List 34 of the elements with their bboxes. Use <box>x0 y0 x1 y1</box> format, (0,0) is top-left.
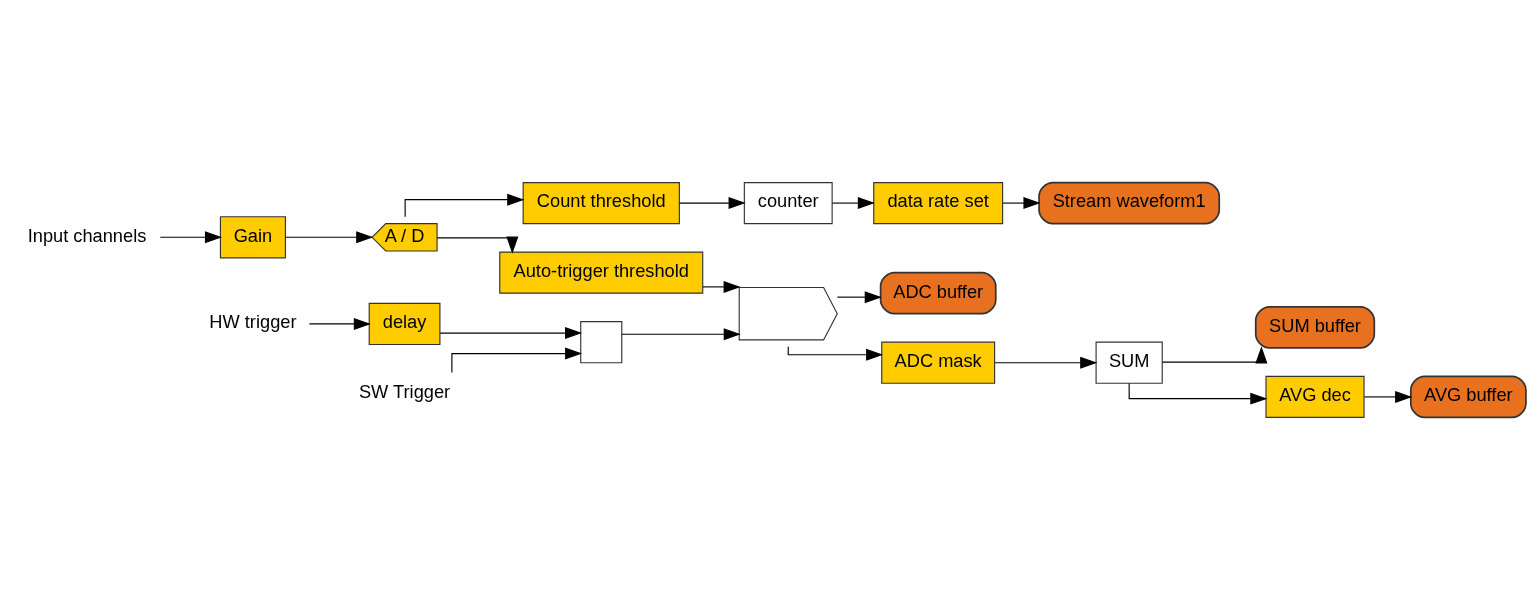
node-text: SW Trigger <box>358 380 451 402</box>
arrow <box>787 346 884 361</box>
arrow <box>284 231 374 244</box>
arrow <box>1128 383 1268 405</box>
arrow <box>678 197 746 210</box>
node-box: ADC buffer <box>879 271 997 315</box>
arrow <box>1002 197 1041 210</box>
node-box <box>580 321 623 364</box>
node-box: Count threshold <box>522 182 680 225</box>
arrow <box>308 317 371 330</box>
node-box: SUM buffer <box>1254 306 1376 349</box>
node-box: Auto-trigger threshold <box>499 251 704 294</box>
node-box: Gain <box>219 216 286 259</box>
node-box: ADC mask <box>881 341 996 384</box>
arrow <box>621 328 741 341</box>
node-box: counter <box>743 182 833 225</box>
node-text: Input channels <box>27 224 147 246</box>
node-box: AVG buffer <box>1409 375 1527 419</box>
arrow <box>436 236 519 254</box>
node-box: AVG dec <box>1265 375 1365 418</box>
arrow <box>1161 346 1268 364</box>
node-gate <box>738 286 838 341</box>
arrow <box>1363 390 1413 403</box>
arrow <box>831 197 875 210</box>
arrow <box>159 231 223 244</box>
arrow <box>836 291 882 304</box>
node-text: HW trigger <box>209 311 297 333</box>
arrow <box>702 280 741 293</box>
arrow <box>439 327 583 340</box>
arrow <box>994 356 1098 369</box>
node-box: data rate set <box>873 182 1004 225</box>
node-box: delay <box>368 302 441 346</box>
node-box: Stream waveform1 <box>1038 181 1221 225</box>
node-box: SUM <box>1095 341 1163 384</box>
